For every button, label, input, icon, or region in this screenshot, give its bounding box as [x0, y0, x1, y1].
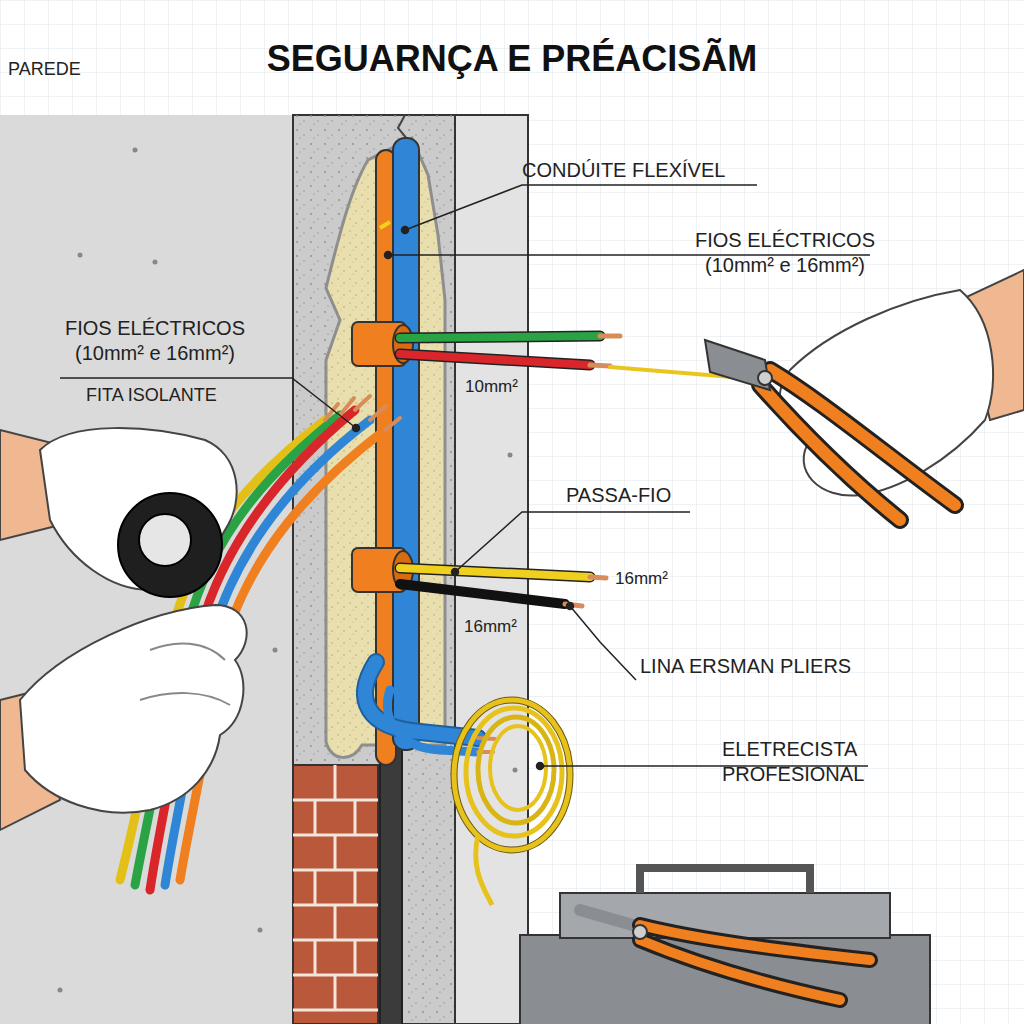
part-label: PASSA-FIO [566, 483, 716, 508]
wires-right-part [400, 354, 590, 365]
right-hand-pliers-part [760, 385, 900, 520]
wire-coil-part [490, 726, 546, 810]
dimension-label: 16mm² [615, 568, 695, 589]
left-hands-part [140, 643, 230, 705]
left-hands-part [20, 605, 247, 813]
left-hands [0, 428, 247, 830]
wires-right-part [400, 354, 590, 365]
leader-line-part [353, 425, 360, 432]
part-label: FIOS ELÉCTRICOS (10mm² e 16mm²) [48, 316, 262, 366]
leader-line-part [570, 606, 636, 680]
bent-conduit-part [387, 690, 478, 752]
toolbox-part [640, 940, 840, 1000]
wires-right-part [400, 336, 600, 338]
wire-coil-part [478, 717, 554, 823]
wire-coil-part [454, 700, 570, 850]
wires-right-part [400, 584, 565, 604]
wires-right-part [590, 577, 606, 578]
leader-line-part [455, 512, 690, 572]
brick-wall [293, 765, 378, 1024]
part-label: LINA ERSMAN PLIERS [640, 654, 910, 679]
bent-conduit-part [365, 662, 478, 738]
brick-wall-part [315, 765, 355, 1010]
conduit-part [380, 740, 402, 1024]
diagram-title: SEGUARNÇA E PRÉACISÃM [162, 38, 862, 80]
wires-right-part [400, 568, 590, 577]
dimension-label: 16mm² [464, 616, 544, 637]
conduit-part [393, 138, 419, 750]
leader-line-part [452, 569, 459, 576]
leader-line-part [537, 763, 544, 770]
leader-line-part [567, 603, 574, 610]
toolbox [520, 868, 930, 1024]
wall-panel-part [58, 988, 63, 993]
left-hands-part [139, 514, 191, 566]
toolbox-part [633, 925, 647, 939]
leader-line-part [402, 227, 409, 234]
toolbox-part [640, 868, 810, 893]
dimension-label: 10mm² [465, 376, 545, 397]
wire-coil [454, 700, 570, 905]
wall-panel-part [273, 648, 278, 653]
toolbox-part [640, 940, 840, 1000]
wires-right-part [400, 336, 600, 338]
wires-right-part [600, 334, 620, 339]
leader-line-part [385, 252, 392, 259]
wires-right [400, 336, 745, 606]
wall-panel-part [153, 260, 158, 265]
right-hand-pliers [705, 270, 1024, 520]
wall-section-part [508, 453, 513, 458]
toolbox-part [560, 893, 890, 938]
wall-panel-part [258, 928, 263, 933]
wall-section-part [513, 768, 518, 773]
wall-label: PAREDE [8, 58, 128, 81]
bent-conduit-part [365, 662, 478, 738]
right-hand-pliers-part [758, 371, 772, 385]
left-hands-part [118, 493, 222, 597]
wire-coil-part [454, 700, 570, 850]
conduit-part [380, 222, 390, 228]
part-label: CONDÚITE FLEXÍVEL [522, 158, 782, 183]
wires-right-part [590, 365, 610, 366]
wire-coil-part [476, 835, 492, 905]
right-hand-pliers-part [760, 385, 900, 520]
part-label: ELETRECISTA PROFESIONAL [722, 737, 897, 787]
wires-right-part [400, 568, 590, 577]
leader-line-part [60, 378, 356, 428]
leader-line-part [405, 185, 757, 230]
wire-coil-part [466, 708, 562, 836]
wall-panel-part [78, 253, 83, 258]
coupling [352, 322, 413, 592]
wall-panel-part [133, 148, 138, 153]
part-label: FITA ISOLANTE [86, 384, 266, 407]
part-label: FIOS ELÉCTRICOS (10mm² e 16mm²) [678, 228, 892, 278]
brick-wall-part [293, 765, 378, 1024]
